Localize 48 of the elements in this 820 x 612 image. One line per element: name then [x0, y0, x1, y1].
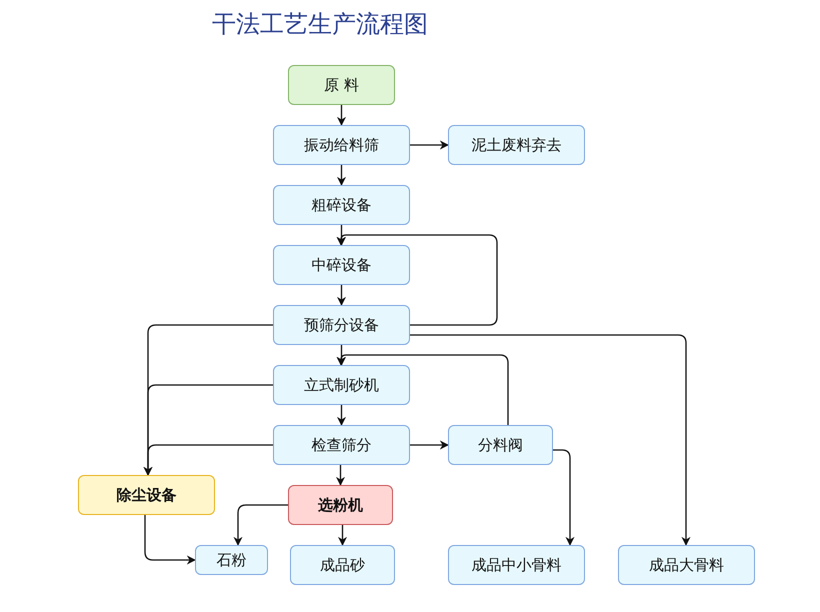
arrow [336, 354, 509, 425]
node-label: 泥土废料弃去 [472, 136, 562, 154]
process-box [78, 475, 215, 515]
process-box [448, 125, 585, 165]
process-box [273, 365, 410, 405]
node-label: 石粉 [216, 550, 246, 570]
process-box [273, 185, 410, 225]
process-box [448, 425, 553, 465]
node-label: 中碎设备 [312, 256, 372, 274]
arrow [143, 444, 273, 476]
node-label: 原 料 [324, 76, 359, 94]
arrow [338, 525, 348, 546]
node-label: 成品大骨料 [649, 556, 724, 574]
node-label: 粗碎设备 [312, 196, 372, 214]
process-box [290, 545, 395, 585]
arrow [336, 285, 346, 306]
arrow [336, 165, 346, 186]
node-label: 预筛分设备 [304, 316, 379, 334]
process-box [448, 545, 585, 585]
arrow [336, 234, 498, 326]
process-box [273, 245, 410, 285]
node-label: 成品中小骨料 [472, 556, 562, 574]
arrow [410, 140, 449, 150]
process-box [195, 545, 268, 575]
arrow [336, 225, 346, 246]
node-label: 检查筛分 [312, 436, 372, 454]
arrow [144, 515, 196, 565]
node-label: 成品砂 [320, 556, 365, 574]
arrow [410, 440, 449, 450]
arrow [336, 105, 346, 126]
node-label: 振动给料筛 [304, 136, 379, 154]
process-box [288, 485, 393, 525]
arrow [336, 345, 346, 366]
arrow [336, 405, 346, 426]
arrow [553, 449, 575, 546]
node-label: 除尘设备 [116, 486, 176, 504]
arrow [410, 334, 691, 546]
diagram-title: 干法工艺生产流程图 [212, 9, 428, 40]
process-box [273, 305, 410, 345]
process-box [273, 425, 410, 465]
node-label: 立式制砂机 [304, 376, 379, 394]
arrow [233, 504, 288, 546]
node-label: 分料阀 [478, 436, 523, 454]
process-box [618, 545, 755, 585]
process-box [288, 65, 395, 105]
process-box [273, 125, 410, 165]
arrow [336, 465, 346, 486]
node-label: 选粉机 [318, 496, 363, 514]
